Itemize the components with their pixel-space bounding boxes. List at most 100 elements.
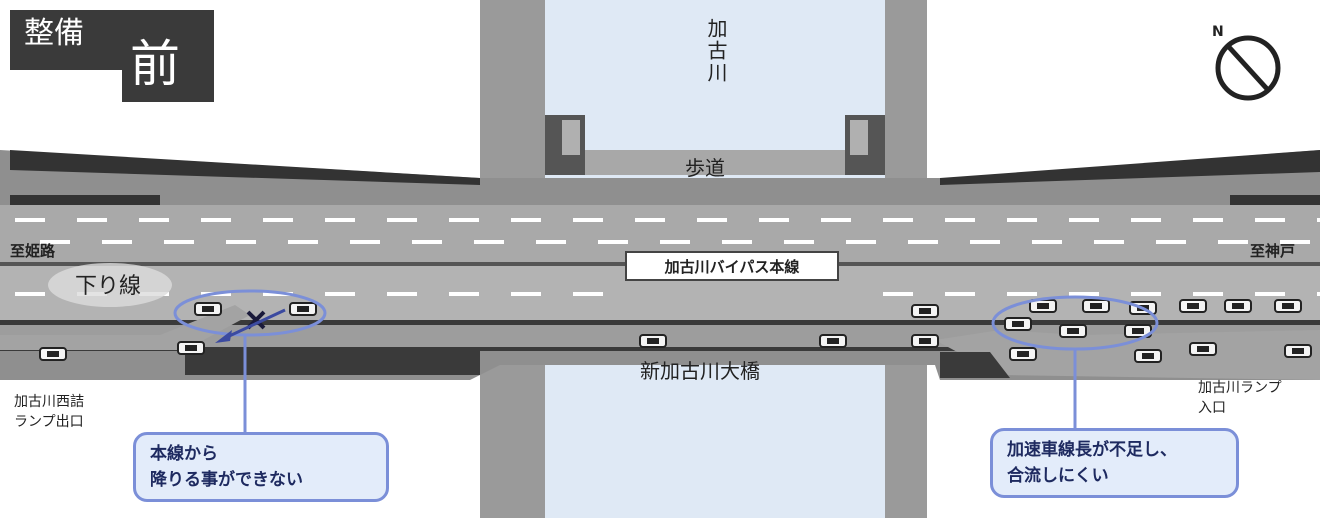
callout-exit-line1: 本線から [150, 444, 218, 464]
car-window [919, 308, 931, 314]
car-window [827, 338, 839, 344]
car-window [1017, 351, 1029, 357]
road-edge-left-stub [10, 195, 160, 205]
lane-dash [77, 218, 107, 222]
title-badge: 整備 [10, 10, 122, 70]
exit-ramp-label: 加古川西詰 ランプ出口 [14, 392, 84, 432]
lane-dash [164, 240, 194, 244]
lane-dash [1007, 292, 1037, 296]
lane-dash [1193, 218, 1223, 222]
lane-dash [1131, 292, 1161, 296]
lane-dash [1280, 240, 1310, 244]
lane-dash [201, 218, 231, 222]
lane-dash [511, 292, 541, 296]
lane-dash [1255, 292, 1285, 296]
lane-dash [821, 218, 851, 222]
lane-dash [1317, 292, 1320, 296]
lane-dash [1032, 240, 1062, 244]
entry-ramp-label: 加古川ランプ 入口 [1198, 378, 1282, 418]
sidewalk-inner [562, 120, 580, 155]
lane-dash [908, 240, 938, 244]
lower-wedge-right [940, 352, 1010, 378]
lane-dash [536, 240, 566, 244]
exit-ramp-road [0, 305, 250, 350]
lane-dash [15, 292, 45, 296]
exit-ramp-line1: 加古川西詰 [14, 394, 84, 410]
lane-dash [139, 218, 169, 222]
lane-dash [1193, 292, 1223, 296]
lane-dash [40, 240, 70, 244]
river-name: 加古川 [704, 18, 728, 84]
entry-ramp-line2: 入口 [1198, 400, 1226, 416]
car-window [647, 338, 659, 344]
callout-merge: 加速車線長が不足し、 合流しにくい [990, 428, 1239, 498]
bridge-deck-edge [0, 347, 1320, 351]
lane-dash [102, 240, 132, 244]
bridge-edge [0, 320, 1320, 325]
title-prefix: 整備 [24, 16, 84, 51]
entry-ramp-road [935, 330, 1320, 380]
road-edge-right-stub [1230, 195, 1320, 205]
lane-dash [474, 240, 504, 244]
problem-area-exit [173, 289, 327, 337]
lane-label-shadow [48, 263, 172, 307]
lane-dash [722, 240, 752, 244]
car-window [1187, 303, 1199, 309]
car-window [1090, 303, 1102, 309]
title-main-badge: 前 [122, 10, 214, 102]
blocked-exit-arrowhead [215, 330, 232, 343]
lane-dash [1131, 218, 1161, 222]
car-window [1132, 328, 1144, 334]
lane-dash [449, 292, 479, 296]
lane-dash [350, 240, 380, 244]
lane-dash [412, 240, 442, 244]
lane-dash [449, 218, 479, 222]
lane-dash [387, 218, 417, 222]
lane-dash [387, 292, 417, 296]
lane-dash [635, 218, 665, 222]
sidewalk-label: 歩道 [685, 156, 725, 180]
lane-dash [759, 218, 789, 222]
entry-ramp-line1: 加古川ランプ [1198, 380, 1282, 396]
lane-dash [226, 240, 256, 244]
car-window [202, 306, 214, 312]
lane-dash [511, 218, 541, 222]
lane-dash [970, 240, 1000, 244]
callout-merge-line2: 合流しにくい [1007, 466, 1109, 486]
car-window [919, 338, 931, 344]
bridge-name: 新加古川大橋 [640, 359, 760, 383]
lane-dash [1255, 218, 1285, 222]
title-main: 前 [130, 35, 180, 93]
mainline-label: 加古川バイパス本線 [625, 251, 839, 281]
road-edge-upper-left [10, 150, 480, 185]
lane-dash [1156, 240, 1186, 244]
car-window [1282, 303, 1294, 309]
lane-dash [325, 292, 355, 296]
lane-dash [883, 292, 913, 296]
lane-dash [1069, 292, 1099, 296]
exit-ramp-line2: ランプ出口 [14, 414, 84, 430]
blocked-exit-arrow [224, 308, 286, 340]
sidewalk-inner-2 [850, 120, 868, 155]
lane-dash [15, 218, 45, 222]
lane-dash [288, 240, 318, 244]
lane-dash [660, 240, 690, 244]
lane-dash [1094, 240, 1124, 244]
lane-dash [784, 240, 814, 244]
car-window [297, 306, 309, 312]
callout-exit: 本線から 降りる事ができない [133, 432, 389, 502]
car-window [1197, 346, 1209, 352]
car-window [1067, 328, 1079, 334]
compass-icon [1215, 35, 1281, 101]
car-window [1142, 353, 1154, 359]
lane-dash [573, 218, 603, 222]
car-window [185, 345, 197, 351]
lane-dash [1317, 218, 1320, 222]
car-window [1037, 303, 1049, 309]
lane-dash [883, 218, 913, 222]
lane-dash [945, 218, 975, 222]
lane-dash [263, 218, 293, 222]
car-window [1232, 303, 1244, 309]
car-window [1292, 348, 1304, 354]
